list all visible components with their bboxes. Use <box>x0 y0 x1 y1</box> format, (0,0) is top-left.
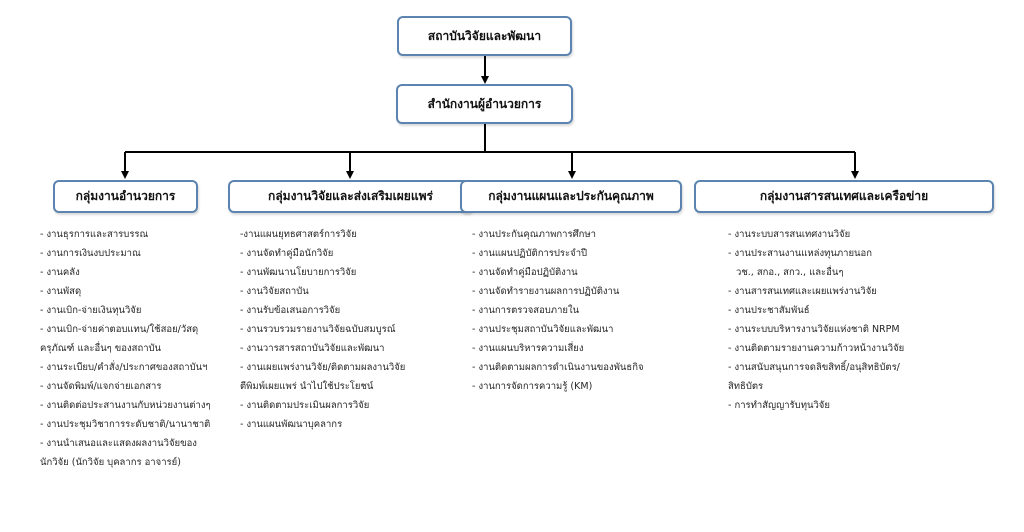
list-item: - งานสนับสนุนการจดลิขสิทธิ์/อนุสิทธิบัตร… <box>728 362 900 373</box>
list-item: วช., สกอ., สกว., และอื่นๆ <box>736 267 844 278</box>
group-research-list: -งานแผนยุทธศาสตร์การวิจัย - งานจัดทำคู่ม… <box>240 225 405 434</box>
group-plan-list: - งานประกันคุณภาพการศึกษา - งานแผนปฏิบัต… <box>472 225 644 396</box>
list-item: - งานแผนพัฒนาบุคลากร <box>240 419 343 430</box>
group-admin-list: - งานธุรการและสารบรรณ - งานการเงินงบประม… <box>40 225 211 472</box>
list-item: - งานระบบบริหารงานวิจัยแห่งชาติ NRPM <box>728 324 900 335</box>
list-item: - งานจัดทำคู่มือนักวิจัย <box>240 248 334 259</box>
list-item: - งานประชุมวิชาการระดับชาติ/นานาชาติ <box>40 419 211 430</box>
list-item: - งานติดต่อประสานงานกับหน่วยงานต่างๆ <box>40 400 211 411</box>
director-office-box: สำนักงานผู้อำนวยการ <box>396 84 573 124</box>
list-item: - งานประสานงานแหล่งทุนภายนอก <box>728 248 872 259</box>
group-info-box: กลุ่มงานสารสนเทศและเครือข่าย <box>694 180 994 213</box>
list-item: - งานพัฒนานโยบายการวิจัย <box>240 267 357 278</box>
list-item: - งานระบบสารสนเทศงานวิจัย <box>728 229 851 240</box>
list-item: ครุภัณฑ์ และอื่นๆ ของสถาบัน <box>40 343 162 354</box>
list-item: - งานเบิก-จ่ายเงินทุนวิจัย <box>40 305 142 316</box>
list-item: - งานเบิก-จ่ายค่าตอบแทน/ใช้สอย/วัสดุ <box>40 324 199 335</box>
list-item: - งานการเงินงบประมาณ <box>40 248 141 259</box>
list-item: - งานพัสดุ <box>40 286 82 297</box>
list-item: - งานการตรวจสอบภายใน <box>472 305 580 316</box>
institute-title: สถาบันวิจัยและพัฒนา <box>427 28 542 43</box>
list-item: - งานธุรการและสารบรรณ <box>40 229 149 240</box>
list-item: - งานการจัดการความรู้ (KM) <box>472 381 593 392</box>
list-item: - งานวารสารสถาบันวิจัยและพัฒนา <box>240 343 385 354</box>
group-info-title: กลุ่มงานสารสนเทศและเครือข่าย <box>759 189 929 203</box>
list-item: - งานระเบียบ/คำสั่ง/ประกาศของสถาบันฯ <box>40 362 208 373</box>
group-admin-title: กลุ่มงานอำนวยการ <box>75 189 176 203</box>
director-office-title: สำนักงานผู้อำนวยการ <box>427 96 542 111</box>
list-item: - งานวิจัยสถาบัน <box>240 286 309 297</box>
list-item: - งานแผนปฏิบัติการประจำปี <box>472 248 588 259</box>
list-item: - งานแผนบริหารความเสี่ยง <box>472 343 584 354</box>
list-item: ตีพิมพ์เผยแพร่ นำไปใช้ประโยชน์ <box>240 381 374 392</box>
list-item: - งานรวบรวมรายงานวิจัยฉบับสมบูรณ์ <box>240 324 396 335</box>
list-item: - งานติดตามผลการดำเนินงานของพันธกิจ <box>472 362 644 373</box>
list-item: นักวิจัย (นักวิจัย บุคลากร อาจารย์) <box>40 457 181 468</box>
list-item: - งานติดตามประเมินผลการวิจัย <box>240 400 370 411</box>
list-item: - งานนำเสนอและแสดงผลงานวิจัยของ <box>40 438 197 449</box>
group-plan-title: กลุ่มงานแผนและประกันคุณภาพ <box>488 189 654 203</box>
institute-box: สถาบันวิจัยและพัฒนา <box>397 16 572 56</box>
list-item: - งานติดตามรายงานความก้าวหน้างานวิจัย <box>728 343 905 354</box>
list-item: - งานจัดทำคู่มือปฏิบัติงาน <box>472 267 578 278</box>
group-admin-box: กลุ่มงานอำนวยการ <box>53 180 198 213</box>
list-item: - งานประกันคุณภาพการศึกษา <box>472 229 596 240</box>
group-research-title: กลุ่มงานวิจัยและส่งเสริมเผยแพร่ <box>268 189 433 203</box>
list-item: - งานจัดทำรายงานผลการปฏิบัติงาน <box>472 286 620 297</box>
list-item: - การทำสัญญารับทุนวิจัย <box>728 400 830 411</box>
group-info-list: - งานระบบสารสนเทศงานวิจัย - งานประสานงาน… <box>728 225 904 415</box>
list-item: สิทธิบัตร <box>728 381 764 392</box>
list-item: - งานประชุมสถาบันวิจัยและพัฒนา <box>472 324 614 335</box>
list-item: - งานเผยแพร่งานวิจัย/ติดตามผลงานวิจัย <box>240 362 406 373</box>
group-plan-box: กลุ่มงานแผนและประกันคุณภาพ <box>460 180 682 213</box>
list-item: - งานจัดพิมพ์/แจกจ่ายเอกสาร <box>40 381 162 392</box>
group-research-box: กลุ่มงานวิจัยและส่งเสริมเผยแพร่ <box>228 180 473 213</box>
list-item: - งานสารสนเทศและเผยแพร่งานวิจัย <box>728 286 877 297</box>
list-item: - งานคลัง <box>40 267 80 278</box>
list-item: - งานรับข้อเสนอการวิจัย <box>240 305 341 316</box>
list-item: - งานประชาสัมพันธ์ <box>728 305 810 316</box>
list-item: -งานแผนยุทธศาสตร์การวิจัย <box>240 229 357 240</box>
